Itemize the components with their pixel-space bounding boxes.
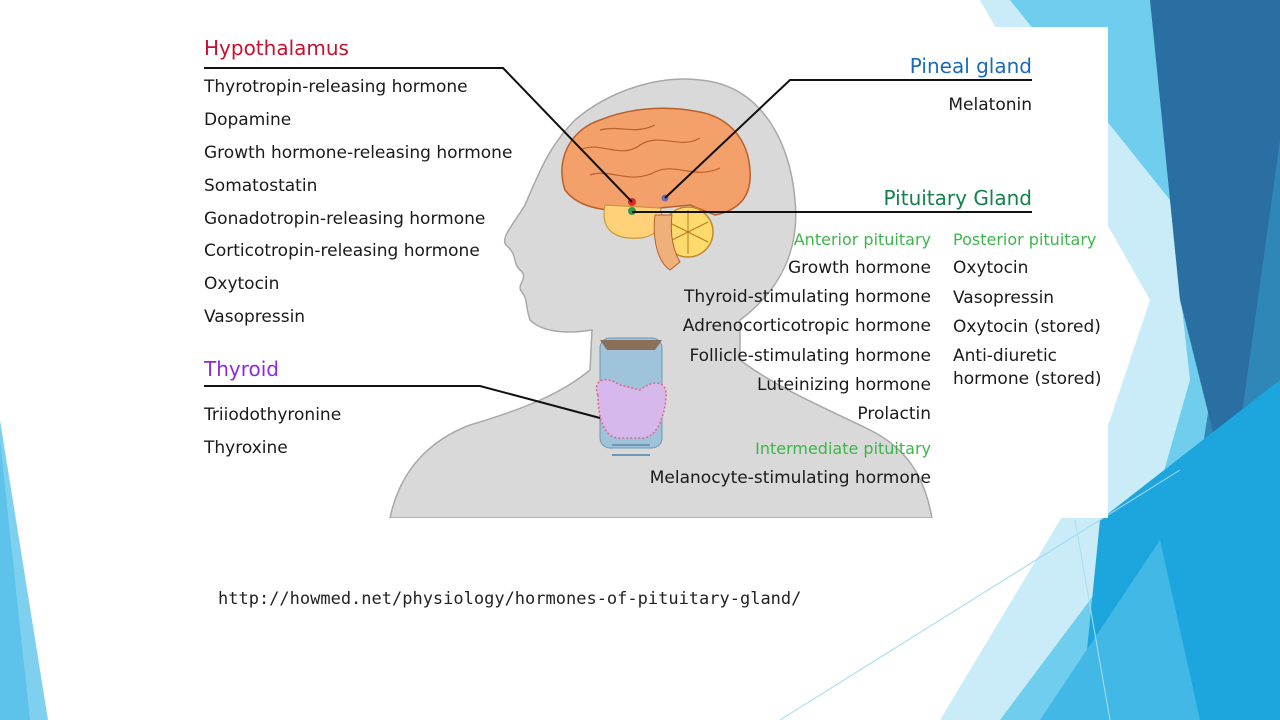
hypothalamus-hormone: Oxytocin <box>204 274 280 294</box>
pineal-leader-line <box>664 79 1032 199</box>
intermediate-hormone: Melanocyte-stimulating hormone <box>649 468 931 488</box>
pineal-title: Pineal gland <box>909 54 1032 78</box>
hypothalamus-hormone: Thyrotropin-releasing hormone <box>204 77 468 97</box>
thyroid-gland <box>595 379 667 439</box>
hypothalamus-leader-line <box>204 67 633 203</box>
thyroid-title: Thyroid <box>204 357 279 381</box>
endocrine-head-illustration <box>204 67 1032 518</box>
hypothalamus-hormone: Gonadotropin-releasing hormone <box>204 209 486 229</box>
posterior-hormone: Oxytocin (stored) <box>953 317 1101 337</box>
hypothalamus-hormone: Growth hormone-releasing hormone <box>204 143 513 163</box>
hypothalamus-hormone: Corticotropin-releasing hormone <box>204 241 480 261</box>
anterior-hormone: Luteinizing hormone <box>757 375 931 395</box>
posterior-hormone: Anti-diuretic <box>953 346 1058 366</box>
hypothalamus-hormone: Somatostatin <box>204 176 318 196</box>
source-url[interactable]: http://howmed.net/physiology/hormones-of… <box>218 589 802 609</box>
posterior-hormone: Oxytocin <box>953 258 1029 278</box>
anterior-hormone: Follicle-stimulating hormone <box>689 346 931 366</box>
pituitary-title: Pituitary Gland <box>883 186 1032 210</box>
anterior-hormone: Adrenocorticotropic hormone <box>682 316 931 336</box>
head-silhouette <box>389 78 933 518</box>
anterior-hormone: Thyroid-stimulating hormone <box>683 287 931 307</box>
hypothalamus-title: Hypothalamus <box>204 36 349 60</box>
brain-cerebrum <box>561 107 751 216</box>
anterior-hormone: Growth hormone <box>788 258 931 278</box>
intermediate-pituitary-heading: Intermediate pituitary <box>755 439 931 458</box>
anterior-hormone: Prolactin <box>857 404 931 424</box>
hypothalamus-hormone: Dopamine <box>204 110 292 130</box>
pineal-hormone: Melatonin <box>948 95 1032 115</box>
anterior-pituitary-heading: Anterior pituitary <box>793 230 931 249</box>
thyroid-hormone: Thyroxine <box>204 438 288 458</box>
posterior-hormone: hormone (stored) <box>953 369 1102 389</box>
thyroid-hormone: Triiodothyronine <box>204 405 342 425</box>
posterior-hormone: Vasopressin <box>953 288 1055 308</box>
thyroid-leader-line <box>204 385 601 419</box>
brainstem <box>653 214 681 271</box>
hypothalamus-hormone: Vasopressin <box>204 307 306 327</box>
posterior-pituitary-heading: Posterior pituitary <box>953 230 1097 249</box>
